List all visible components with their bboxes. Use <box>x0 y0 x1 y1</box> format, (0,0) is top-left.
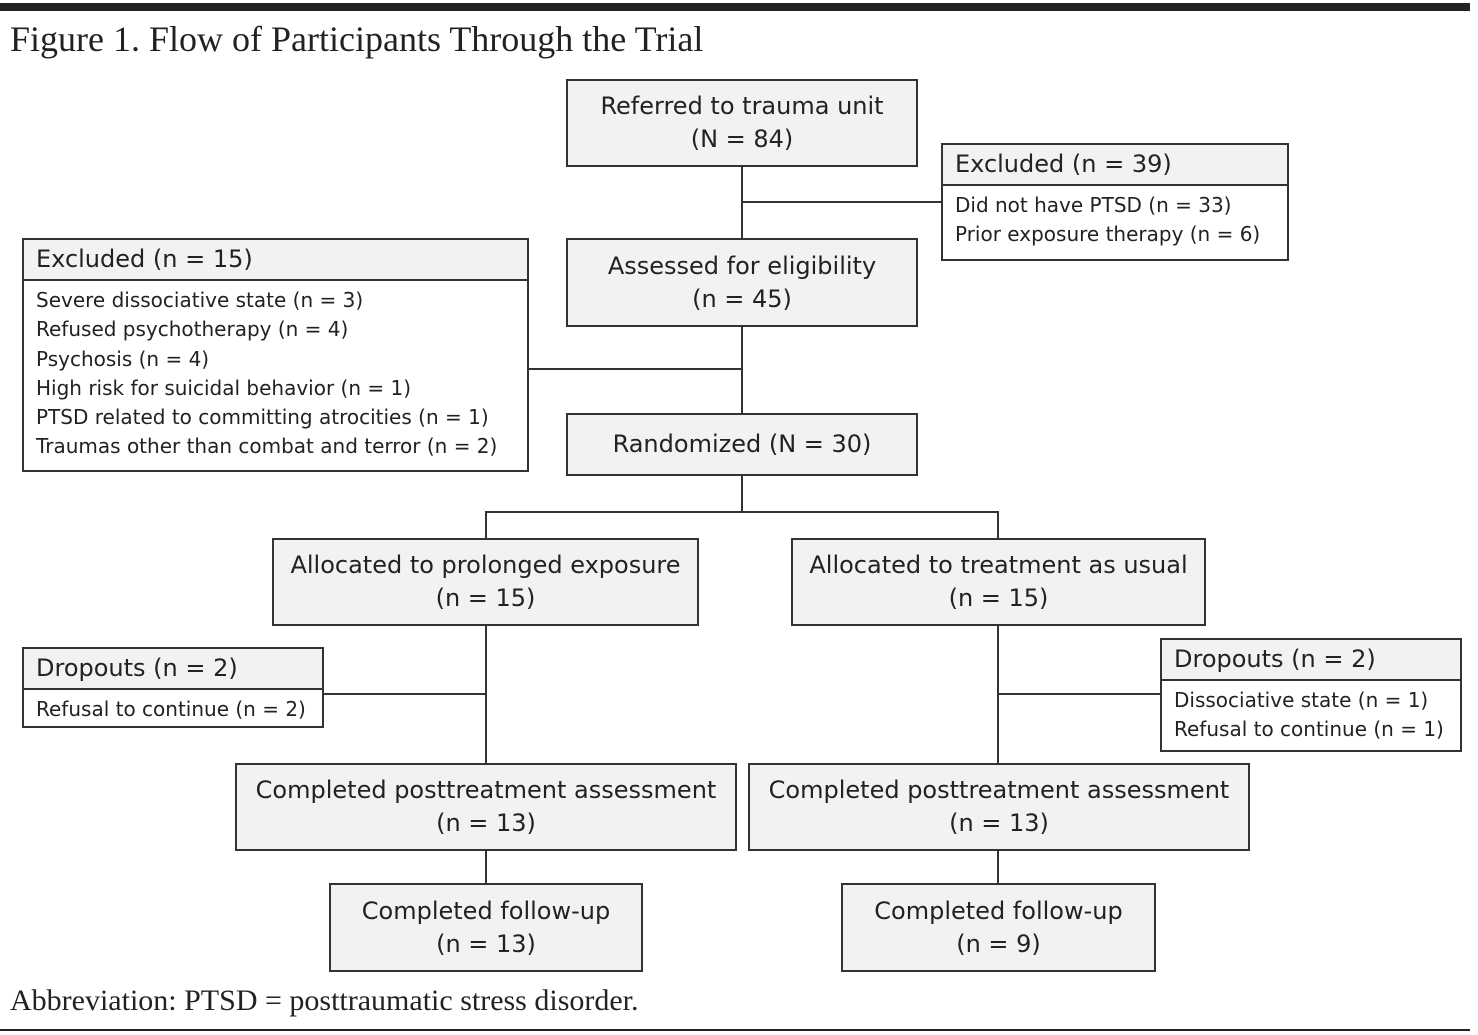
pe-followup-box: Completed follow-up (n = 13) <box>329 883 643 972</box>
pe-allocated-label: Allocated to prolonged exposure <box>290 551 681 579</box>
dropouts-tau-box: Dropouts (n = 2) Dissociative state (n =… <box>1160 638 1462 752</box>
referred-box: Referred to trauma unit (N = 84) <box>566 79 918 167</box>
tau-followup-label: Completed follow-up <box>874 896 1123 925</box>
excluded-referral-header: Excluded (n = 39) <box>943 145 1287 186</box>
assessed-label: Assessed for eligibility <box>607 251 877 280</box>
connector-line <box>485 512 487 539</box>
randomized-label: Randomized (N = 30) <box>612 430 872 458</box>
tau-allocated-count: (n = 15) <box>948 584 1049 612</box>
connector-line <box>323 693 486 695</box>
pe-post-box: Completed posttreatment assessment (n = … <box>235 763 737 851</box>
exclusion-reason: Refused psychotherapy (n = 4) <box>36 317 349 342</box>
exclusion-reason: PTSD related to committing atrocities (n… <box>36 405 489 430</box>
pe-followup-count: (n = 13) <box>436 929 536 958</box>
exclusion-reason: Did not have PTSD (n = 33) <box>955 193 1232 217</box>
pe-post-label: Completed posttreatment assessment <box>255 776 717 804</box>
exclusion-reason: Psychosis (n = 4) <box>36 346 210 371</box>
bottom-rule <box>0 1029 1470 1031</box>
connector-line <box>741 326 743 414</box>
assessed-count: (n = 45) <box>692 284 792 313</box>
exclusion-reason: Prior exposure therapy (n = 6) <box>955 222 1261 247</box>
tau-allocated-box: Allocated to treatment as usual (n = 15) <box>791 538 1206 626</box>
connector-line <box>741 475 743 512</box>
abbreviation-note: Abbreviation: PTSD = posttraumatic stres… <box>10 984 639 1017</box>
pe-allocated-count: (n = 15) <box>435 584 536 612</box>
tau-followup-count: (n = 9) <box>956 929 1041 958</box>
dropouts-tau-header: Dropouts (n = 2) <box>1162 640 1460 681</box>
top-rule <box>0 3 1470 11</box>
connector-line <box>485 511 999 513</box>
connector-line <box>742 201 942 203</box>
connector-line <box>998 693 1161 695</box>
tau-allocated-label: Allocated to treatment as usual <box>809 551 1188 579</box>
exclusion-reason: Traumas other than combat and terror (n … <box>36 434 498 459</box>
dropout-reason: Refusal to continue (n = 1) <box>1174 717 1444 742</box>
connector-line <box>528 368 742 370</box>
excluded-referral-box: Excluded (n = 39) Did not have PTSD (n =… <box>941 143 1289 261</box>
tau-post-count: (n = 13) <box>949 809 1049 837</box>
connector-line <box>997 850 999 884</box>
tau-followup-box: Completed follow-up (n = 9) <box>841 883 1156 972</box>
dropout-reason: Dissociative state (n = 1) <box>1174 688 1429 712</box>
referred-label: Referred to trauma unit <box>600 92 884 120</box>
connector-line <box>485 850 487 884</box>
dropouts-pe-box: Dropouts (n = 2) Refusal to continue (n … <box>22 647 324 728</box>
pe-allocated-box: Allocated to prolonged exposure (n = 15) <box>272 538 699 626</box>
dropouts-pe-header: Dropouts (n = 2) <box>24 649 322 690</box>
exclusion-reason: Severe dissociative state (n = 3) <box>36 288 364 312</box>
figure-title: Figure 1. Flow of Participants Through t… <box>10 19 704 59</box>
connector-line <box>485 625 487 764</box>
connector-line <box>997 512 999 539</box>
tau-post-label: Completed posttreatment assessment <box>768 776 1230 804</box>
exclusion-reason: High risk for suicidal behavior (n = 1) <box>36 375 412 400</box>
tau-post-box: Completed posttreatment assessment (n = … <box>748 763 1250 851</box>
randomized-box: Randomized (N = 30) <box>566 413 918 476</box>
excluded-eligibility-box: Excluded (n = 15) Severe dissociative st… <box>22 238 529 472</box>
excluded-eligibility-header: Excluded (n = 15) <box>24 240 527 281</box>
assessed-box: Assessed for eligibility (n = 45) <box>566 238 918 327</box>
referred-count: (N = 84) <box>690 125 794 153</box>
pe-followup-label: Completed follow-up <box>361 896 611 925</box>
pe-post-count: (n = 13) <box>436 809 536 837</box>
dropout-reason: Refusal to continue (n = 2) <box>36 697 306 721</box>
